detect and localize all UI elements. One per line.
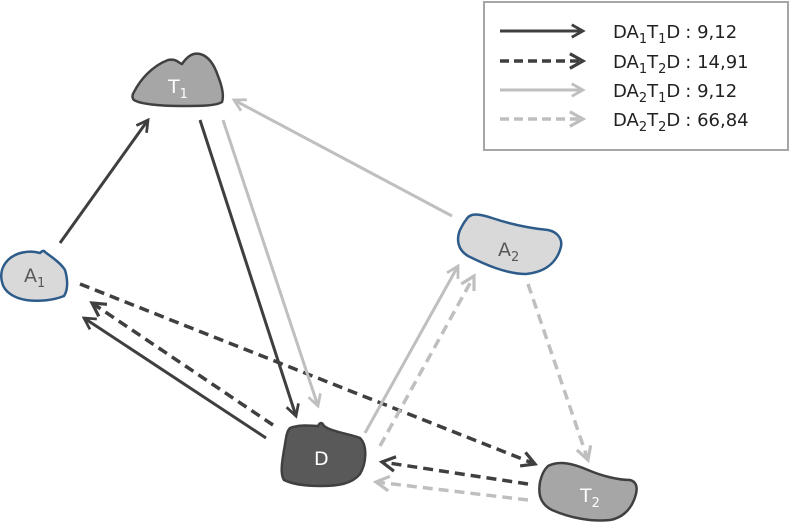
node-d-label: D bbox=[314, 448, 329, 470]
legend-label-3: DA2T1D: 9,12 bbox=[613, 81, 737, 106]
legend-item-4: DA2T2D: 66,84 bbox=[500, 110, 749, 135]
node-t1-shape bbox=[131, 52, 225, 108]
edges bbox=[58, 100, 588, 502]
edge-a1-t1-solid-dark bbox=[58, 120, 148, 244]
edge-d-a1-solid-dark bbox=[84, 318, 267, 440]
node-a1-shape bbox=[0, 249, 69, 303]
legend-item-2: DA1T2D: 14,91 bbox=[500, 52, 749, 77]
edge-d-a1-dashed-dark bbox=[92, 303, 274, 427]
edge-d-a2-solid-light bbox=[363, 266, 458, 434]
node-t2-label: T2 bbox=[579, 485, 600, 511]
node-d: D bbox=[280, 421, 367, 488]
edge-t1-d-solid-dark bbox=[198, 119, 296, 416]
node-a2-label: A2 bbox=[498, 239, 519, 265]
node-t1: T1 bbox=[131, 52, 225, 108]
node-d-shape bbox=[280, 421, 367, 488]
node-a1: A1 bbox=[0, 249, 69, 303]
edge-d-a2-dashed-light bbox=[378, 276, 474, 447]
legend-item-1: DA1T1D: 9,12 bbox=[500, 22, 737, 47]
edge-t2-d-dashed-light bbox=[376, 482, 529, 502]
node-t1-label: T1 bbox=[167, 76, 188, 102]
node-t2-shape bbox=[538, 461, 638, 522]
legend-box bbox=[483, 1, 789, 151]
node-t2: T2 bbox=[538, 461, 638, 522]
legend: DA1T1D: 9,12 DA1T2D: 14,91 DA2T1D: 9,12 … bbox=[483, 1, 789, 151]
edge-t1-d-solid-light bbox=[221, 119, 318, 406]
node-a1-label: A1 bbox=[24, 265, 45, 291]
legend-label-1: DA1T1D: 9,12 bbox=[613, 22, 737, 47]
edge-t2-d-dashed-dark bbox=[382, 462, 529, 486]
edge-a2-t2-dashed-light bbox=[526, 283, 588, 460]
node-a2: A2 bbox=[456, 213, 563, 276]
edge-a2-t1-solid-light bbox=[234, 100, 453, 218]
legend-label-2: DA1T2D: 14,91 bbox=[613, 52, 749, 77]
legend-label-4: DA2T2D: 66,84 bbox=[613, 110, 749, 135]
legend-item-3: DA2T1D: 9,12 bbox=[500, 81, 737, 106]
node-a2-shape bbox=[456, 213, 563, 276]
